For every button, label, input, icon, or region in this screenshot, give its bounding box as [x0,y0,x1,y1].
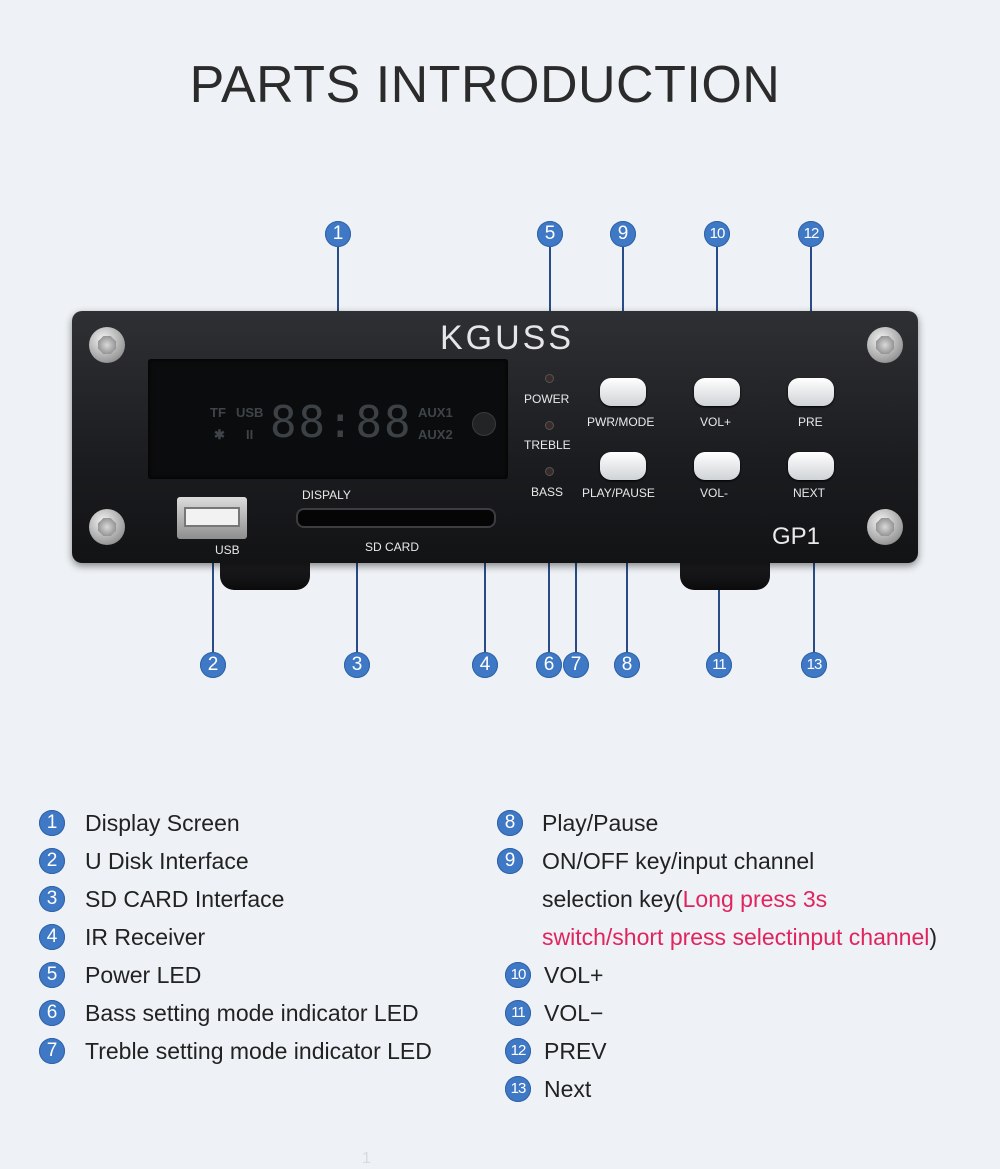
legend-badge-4: 4 [39,924,65,950]
legend-text-1: Display Screen [85,810,240,836]
legend-badge-2: 2 [39,848,65,874]
bluetooth-icon: ✱ [214,427,225,442]
legend-text-9-highlight-1: Long press 3s [682,886,828,912]
callout-6: 6 [536,652,562,678]
legend-text-9-suffix: ) [929,924,938,950]
lcd-aux2: AUX2 [418,427,453,442]
vol-minus-label: VOL- [700,486,729,500]
legend-badge-3: 3 [39,886,65,912]
leader-3 [356,528,358,653]
legend-badge-12: 12 [505,1038,531,1064]
screw-icon [867,327,903,363]
usb-port[interactable] [177,497,247,539]
legend-badge-10: 10 [505,962,531,988]
play-pause-button[interactable] [600,452,646,480]
callout-5: 5 [537,221,563,247]
footer-mark: 1 [362,1150,371,1167]
legend-badge-11: 11 [505,1000,531,1026]
leader-13 [813,495,815,653]
leader-8 [626,495,628,653]
callout-4: 4 [472,652,498,678]
model-label: GP1 [772,523,821,550]
bass-label: BASS [531,485,564,499]
leader-1 [337,247,339,369]
pwr-mode-label: PWR/MODE [587,415,655,429]
callout-8: 8 [614,652,640,678]
display-screen: TF USB ✱ II 88:88 AUX1 AUX2 [148,359,508,479]
lcd-aux1: AUX1 [418,405,453,420]
page-title: PARTS INTRODUCTION [189,56,781,114]
treble-label: TREBLE [524,438,571,452]
legend-text-13: Next [544,1076,592,1102]
callout-10: 10 [704,221,730,247]
legend-text-4: IR Receiver [85,924,206,950]
next-button[interactable] [788,452,834,480]
callout-11: 11 [706,652,732,678]
amplifier-front-panel: KGUSS TF USB ✱ II 88:88 AUX1 AUX2 DISPAL… [72,311,918,563]
legend-text-3: SD CARD Interface [85,886,285,912]
screw-icon [89,327,125,363]
legend-text-2: U Disk Interface [85,848,249,874]
legend-text-9-line2: selection key(Long press 3s [542,886,827,913]
callout-9: 9 [610,221,636,247]
legend-badge-1: 1 [39,810,65,836]
callout-1: 1 [325,221,351,247]
next-label: NEXT [793,486,826,500]
callout-7: 7 [563,652,589,678]
callout-12: 12 [798,221,824,247]
callout-3: 3 [344,652,370,678]
display-label: DISPALY [302,488,351,502]
ir-receiver [472,412,496,436]
legend-badge-8: 8 [497,810,523,836]
sd-card-slot[interactable] [296,508,496,528]
treble-led [545,421,554,430]
legend-text-7: Treble setting mode indicator LED [85,1038,432,1064]
pause-icon: II [246,427,254,442]
pre-label: PRE [798,415,823,429]
legend-badge-6: 6 [39,1000,65,1026]
legend-text-8: Play/Pause [542,810,659,836]
legend-badge-9: 9 [497,848,523,874]
lcd-tf: TF [210,405,226,420]
legend-text-9-line3: switch/short press selectinput channel) [542,924,937,951]
legend-text-6: Bass setting mode indicator LED [85,1000,419,1026]
play-pause-label: PLAY/PAUSE [582,486,655,500]
power-led [545,374,554,383]
screw-icon [867,509,903,545]
lcd-digits: 88:88 [270,397,413,448]
callout-13: 13 [801,652,827,678]
legend-text-9-highlight-2: switch/short press selectinput channel [542,924,930,950]
legend-text-9-line1: ON/OFF key/input channel [542,848,815,874]
legend-text-9-prefix: selection key( [542,886,683,912]
usb-label: USB [215,543,240,557]
legend-text-5: Power LED [85,962,202,988]
power-label: POWER [524,392,570,406]
legend-text-11: VOL− [544,1000,604,1026]
vol-plus-button[interactable] [694,378,740,406]
pre-button[interactable] [788,378,834,406]
legend-badge-7: 7 [39,1038,65,1064]
lcd-usb: USB [236,405,264,420]
callout-2: 2 [200,652,226,678]
screw-icon [89,509,125,545]
legend-text-10: VOL+ [544,962,604,988]
vol-minus-button[interactable] [694,452,740,480]
pwr-mode-button[interactable] [600,378,646,406]
legend-text-12: PREV [544,1038,607,1064]
device-foot-left [220,558,310,590]
legend-badge-13: 13 [505,1076,531,1102]
brand-logo: KGUSS [439,319,575,357]
bass-led [545,467,554,476]
sd-card-label: SD CARD [365,540,420,554]
legend-badge-5: 5 [39,962,65,988]
leader-2 [212,545,214,653]
vol-plus-label: VOL+ [700,415,732,429]
device-foot-right [680,558,770,590]
